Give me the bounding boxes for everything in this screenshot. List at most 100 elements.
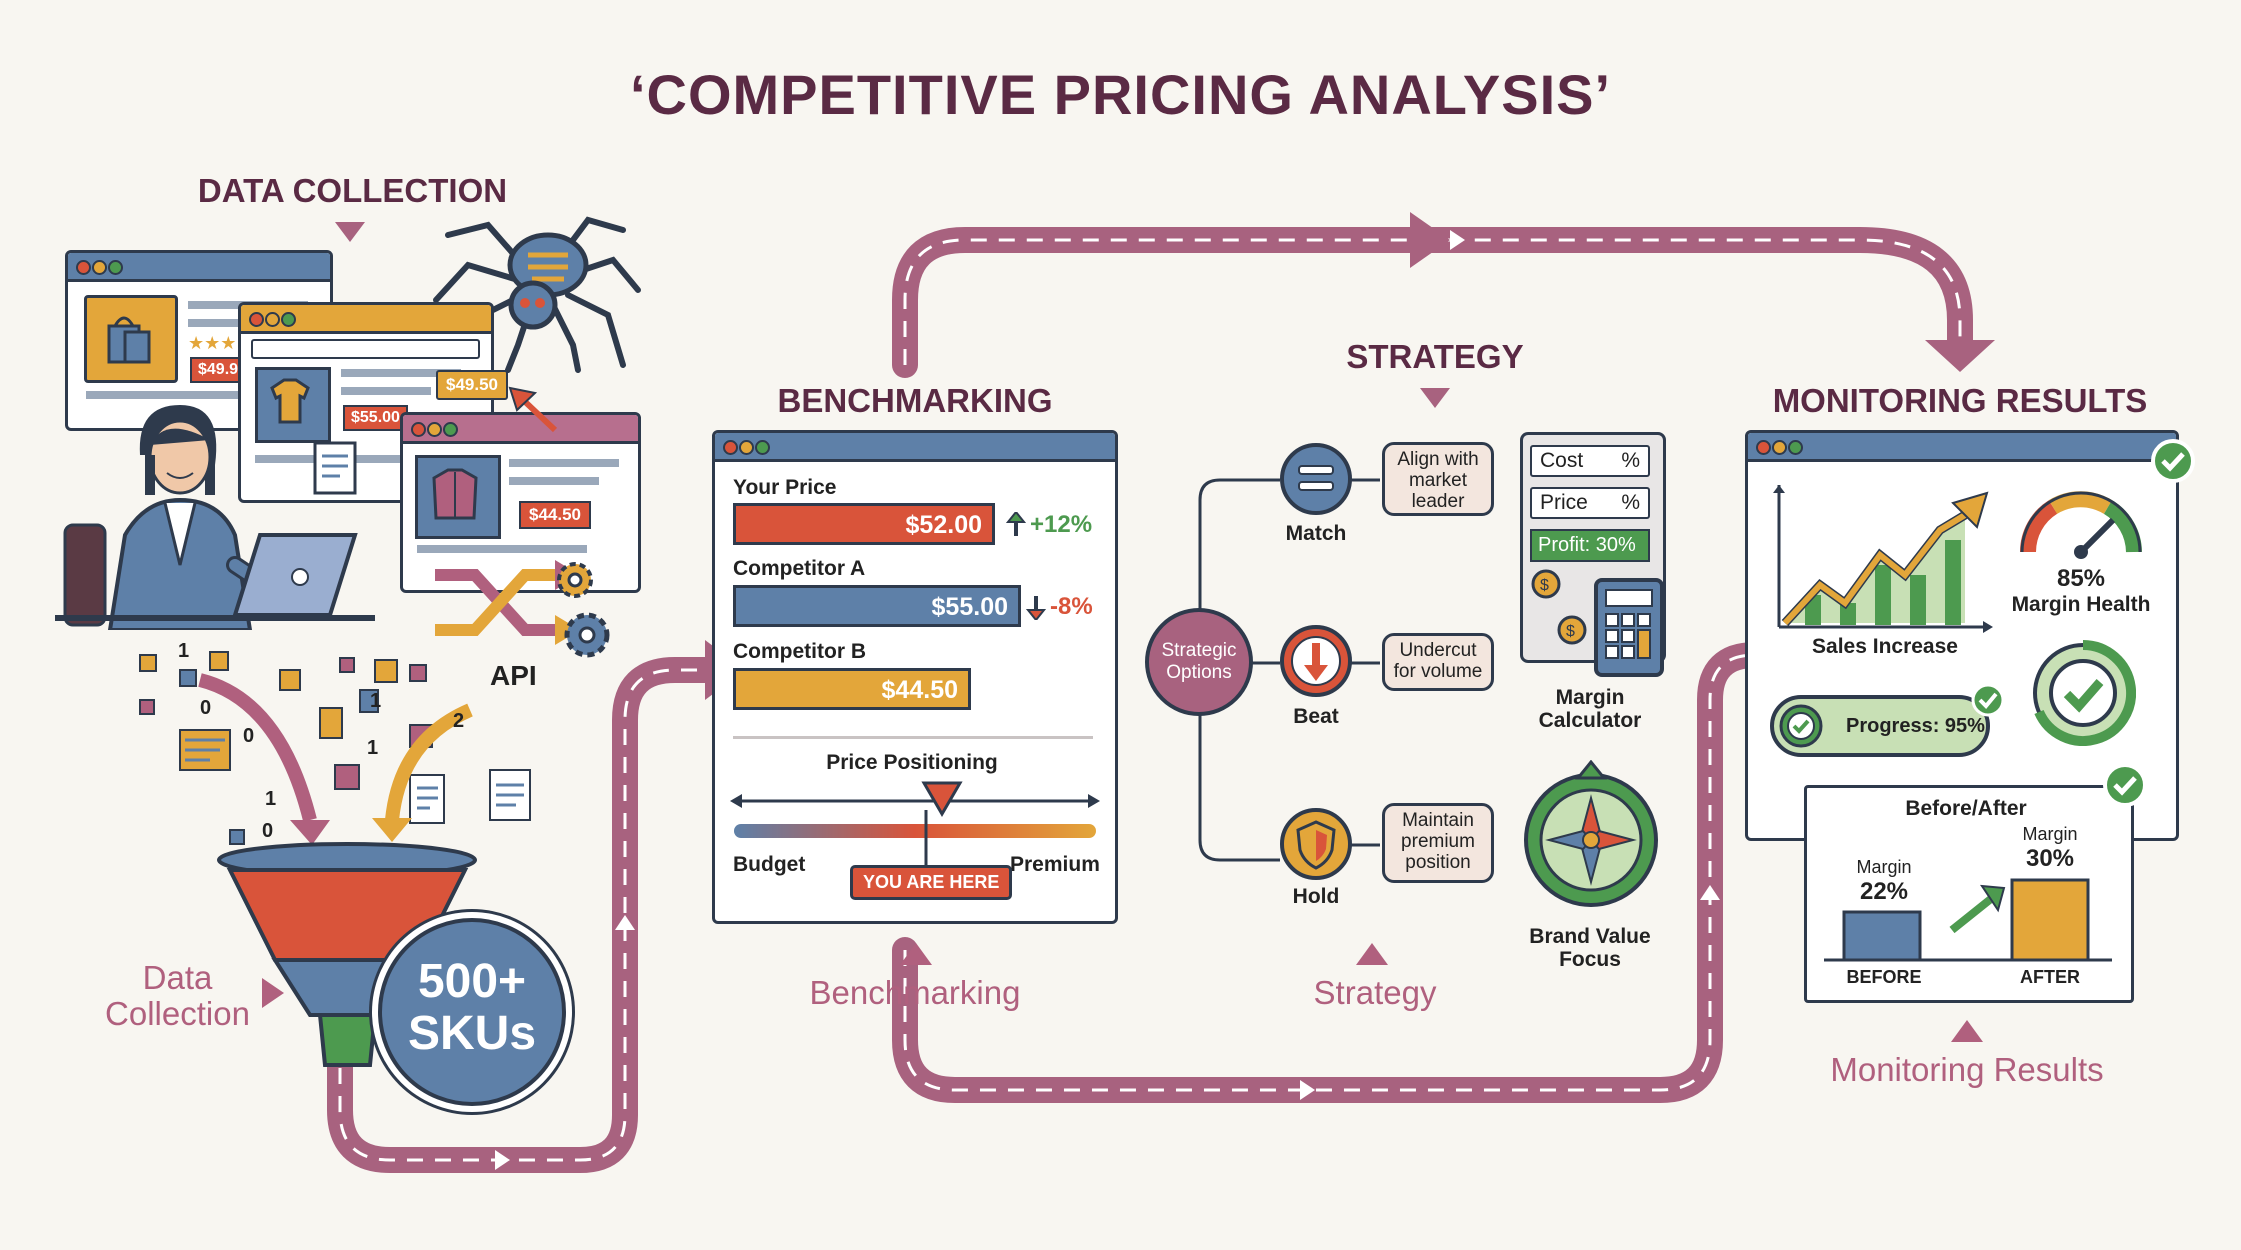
price-positioning-scale: [730, 781, 1100, 868]
svg-text:$: $: [1566, 623, 1575, 640]
price-row-label: Competitor A: [733, 557, 866, 580]
margin-health-label: Margin Health: [2011, 593, 2151, 616]
before-after-bars: [1824, 878, 2112, 962]
price-positioning-title: Price Positioning: [826, 751, 998, 774]
before-value: 22%: [1859, 878, 1909, 905]
document-icon: [313, 441, 357, 495]
margin-calculator-label: Margin Calculator: [1538, 686, 1642, 732]
api-integration-icon: [435, 560, 610, 658]
price-tag: $49.50: [436, 370, 508, 400]
strategic-options-hub: Strategic Options: [1145, 608, 1253, 716]
price-change-up: +12%: [1030, 511, 1093, 538]
section-title-benchmarking: BENCHMARKING: [777, 382, 1053, 419]
section-title-monitoring: MONITORING RESULTS: [1772, 382, 2148, 419]
chevron-down-icon: [1420, 388, 1450, 408]
binary-digit: 2: [453, 710, 465, 732]
svg-text:$: $: [1540, 577, 1549, 594]
check-badge-icon: [2103, 763, 2147, 807]
data-particles: [139, 651, 531, 845]
arrow-down-icon: [1026, 596, 1046, 620]
brand-value-focus-label: Brand Value Focus: [1529, 925, 1651, 971]
after-value: 30%: [2025, 845, 2075, 872]
chevron-up-icon: [1951, 1020, 1983, 1042]
price-tag: $49.9: [190, 357, 247, 383]
section-title-strategy: STRATEGY: [1346, 338, 1524, 375]
binary-digit: 0: [243, 725, 255, 747]
chevron-down-icon: [335, 222, 365, 242]
price-bar-your-price: $52.00: [733, 503, 995, 545]
option-description: Maintain premium position: [1382, 803, 1494, 883]
option-name: Match: [1285, 522, 1347, 545]
stage-label-monitoring: Monitoring Results: [1830, 1051, 2104, 1088]
price-change-down: -8%: [1050, 593, 1093, 620]
progress-value: Progress: 95%: [1846, 715, 1985, 737]
browser-window-product-3: $44.50: [400, 412, 641, 593]
page-title: ‘COMPETITIVE PRICING ANALYSIS’: [629, 63, 1612, 126]
beat-option-icon: [1280, 625, 1352, 697]
hold-option-icon: [1280, 808, 1352, 880]
binary-digit: 1: [265, 788, 277, 810]
shopping-bag-icon: [84, 295, 178, 383]
price-bar-competitor-b: $44.50: [733, 668, 971, 710]
binary-digit: 1: [367, 737, 379, 759]
check-badge-icon: [1971, 683, 2005, 717]
analyst-person-illustration: [55, 405, 375, 630]
match-option-icon: [1280, 443, 1352, 515]
price-field[interactable]: Price%: [1530, 487, 1650, 519]
option-name: Beat: [1293, 705, 1339, 728]
arrow-up-icon: [1006, 512, 1026, 536]
tshirt-icon: [255, 367, 331, 443]
before-bar: [1842, 910, 1922, 962]
arrowhead-right: [1410, 212, 1450, 268]
check-circle-icon: [1779, 704, 1823, 748]
sales-increase-label: Sales Increase: [1812, 635, 1958, 658]
scale-label-budget: Budget: [733, 853, 806, 876]
margin-health-value: 85%: [2056, 565, 2106, 592]
binary-digit: 0: [200, 697, 212, 719]
chevron-right-icon: [262, 978, 284, 1008]
price-row-label: Competitor B: [733, 640, 866, 663]
price-bar-value: $52.00: [905, 511, 982, 539]
sku-count-value: 500+: [417, 955, 527, 1008]
stage-label-strategy: Strategy: [1313, 974, 1437, 1011]
scale-label-premium: Premium: [1010, 853, 1100, 876]
sales-increase-chart: [1773, 485, 1993, 633]
compass-icon: [1524, 760, 1658, 907]
funnel-icon: [217, 842, 477, 1067]
rating-stars: ★★★: [188, 333, 237, 353]
spider-crawler-icon: [433, 216, 641, 373]
you-are-here-badge: YOU ARE HERE: [850, 865, 1013, 900]
after-caption: Margin: [2022, 824, 2078, 844]
option-name: Hold: [1292, 885, 1340, 908]
before-label: BEFORE: [1846, 967, 1922, 987]
chevron-up-icon: [900, 943, 932, 965]
stage-label-benchmarking: Benchmarking: [809, 974, 1021, 1011]
option-description: Align with market leader: [1382, 442, 1494, 516]
price-bar-value: $44.50: [881, 676, 958, 704]
after-bar: [2010, 878, 2090, 962]
success-check-icon: [2033, 640, 2136, 746]
option-description: Undercut for volume: [1382, 633, 1494, 691]
section-title-data-collection: DATA COLLECTION: [197, 172, 508, 209]
before-after-title: Before/After: [1905, 797, 2027, 820]
price-tag: $44.50: [519, 501, 591, 529]
jacket-icon: [415, 455, 501, 539]
arrow-benchmark-to-monitoring: [892, 642, 1773, 1103]
before-caption: Margin: [1856, 857, 1912, 877]
cost-field[interactable]: Cost%: [1530, 445, 1650, 477]
calculator-icon: $ $: [1531, 569, 1664, 677]
binary-digit: 0: [262, 820, 274, 842]
gear-icon: [564, 612, 610, 658]
check-badge-icon: [2151, 439, 2195, 483]
price-bar-competitor-a: $55.00: [733, 585, 1021, 627]
price-tag: $55.00: [343, 405, 408, 431]
gear-icon: [557, 562, 593, 598]
profit-result: Profit: 30%: [1530, 529, 1650, 562]
cursor-arrow-icon: [508, 386, 558, 433]
price-row-label: Your Price: [733, 476, 837, 499]
progress-pill: Progress: 95%: [1770, 695, 1990, 757]
stage-label-data-collection: Data Collection: [105, 959, 250, 1032]
after-label: AFTER: [2020, 967, 2080, 987]
margin-health-gauge: [2020, 491, 2142, 559]
api-label: API: [490, 660, 537, 691]
